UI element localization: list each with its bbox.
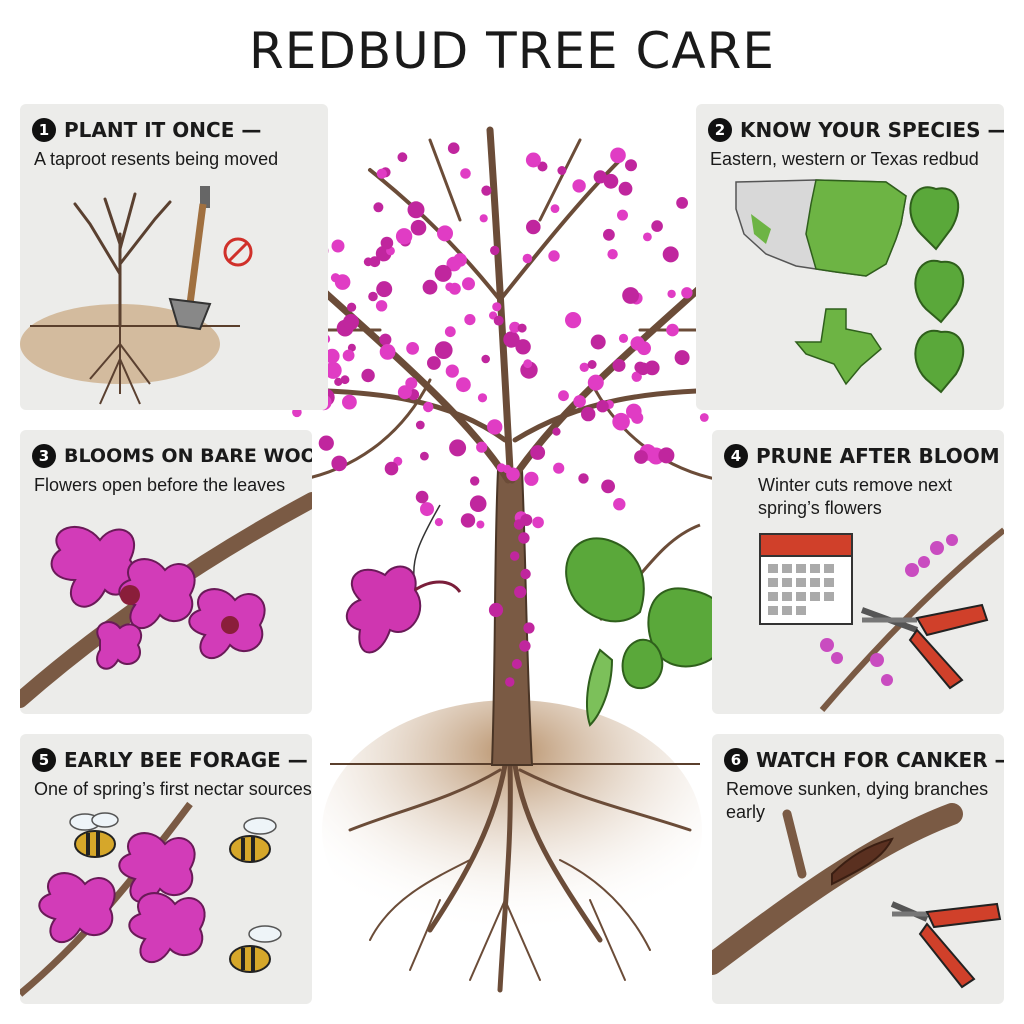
step-number: 4: [724, 444, 748, 468]
panel-heading: 6 WATCH FOR CANKER —: [724, 748, 1004, 772]
texas-map-icon: [794, 308, 882, 386]
flowering-branch-icon: [819, 527, 1004, 712]
panel-heading: 3 BLOOMS ON BARE WOOD: [32, 444, 312, 468]
heading-text: PRUNE AFTER BLOOM —: [756, 444, 1004, 468]
heading-text: WATCH FOR CANKER —: [756, 748, 1004, 772]
subtitle-line: Winter cuts remove next: [758, 475, 953, 495]
step-number: 6: [724, 748, 748, 772]
us-map-icon: [735, 179, 907, 277]
panel-subtitle: Flowers open before the leaves: [34, 475, 286, 495]
step-number: 5: [32, 748, 56, 772]
panel-subtitle: One of spring’s first nectar sources: [34, 779, 312, 799]
subtitle-line: spring’s flowers: [758, 498, 882, 518]
page-title: REDBUD TREE CARE: [249, 22, 775, 80]
panel-early-bee-forage: 5 EARLY BEE FORAGE — One of spring’s fir…: [20, 734, 312, 1004]
bee-icon: [229, 925, 282, 973]
heading-text: EARLY BEE FORAGE —: [64, 748, 308, 772]
panel-watch-for-canker: 6 WATCH FOR CANKER — Remove sunken, dyin…: [712, 734, 1004, 1004]
heart-leaf-icon: [909, 186, 965, 394]
heart-leaf-icon: [565, 523, 730, 727]
bee-icon: [69, 812, 119, 858]
panel-subtitle: A taproot resents being moved: [34, 149, 279, 169]
pruning-shears-icon: [890, 901, 1002, 989]
panel-heading: 2 KNOW YOUR SPECIES —: [708, 118, 1004, 142]
blossom-clusters: [268, 142, 750, 687]
single-flower-icon: [345, 504, 462, 654]
bee-icon: [229, 817, 277, 863]
step-number: 1: [32, 118, 56, 142]
shovel-icon: [168, 186, 212, 331]
panel-heading: 4 PRUNE AFTER BLOOM —: [724, 444, 1004, 468]
flowering-branch-icon: [20, 492, 312, 708]
panel-prune-after-bloom: 4 PRUNE AFTER BLOOM — Winter cuts remove…: [712, 430, 1004, 714]
step-number: 2: [708, 118, 732, 142]
no-symbol-icon: [223, 237, 253, 267]
panel-subtitle: Remove sunken, dying branches early: [726, 778, 988, 824]
panel-blooms-on-bare-wood: 3 BLOOMS ON BARE WOOD Flowers open befor…: [20, 430, 312, 714]
blossom-clusters: [38, 832, 206, 964]
panel-subtitle: Eastern, western or Texas redbud: [710, 149, 979, 169]
panel-heading: 1 PLANT IT ONCE —: [32, 118, 261, 142]
step-number: 3: [32, 444, 56, 468]
subtitle-line: early: [726, 802, 766, 822]
blossom-clusters: [820, 534, 958, 686]
cankered-branch-icon: [712, 803, 963, 975]
subtitle-line: Remove sunken, dying branches: [726, 779, 989, 799]
calendar-icon: [759, 533, 853, 625]
panel-subtitle: Winter cuts remove next spring’s flowers: [758, 474, 952, 520]
heading-text: BLOOMS ON BARE WOOD: [64, 445, 312, 467]
panel-heading: 5 EARLY BEE FORAGE —: [32, 748, 308, 772]
tree-roots: [348, 762, 692, 993]
heading-text: PLANT IT ONCE —: [64, 118, 262, 142]
bare-tree-icon: [20, 186, 253, 405]
panel-know-your-species: 2 KNOW YOUR SPECIES — Eastern, western o…: [696, 104, 1004, 410]
heading-text: KNOW YOUR SPECIES —: [740, 118, 1004, 142]
panel-plant-it-once: 1 PLANT IT ONCE — A taproot resents bein…: [20, 104, 328, 410]
pruning-shears-icon: [860, 603, 989, 690]
